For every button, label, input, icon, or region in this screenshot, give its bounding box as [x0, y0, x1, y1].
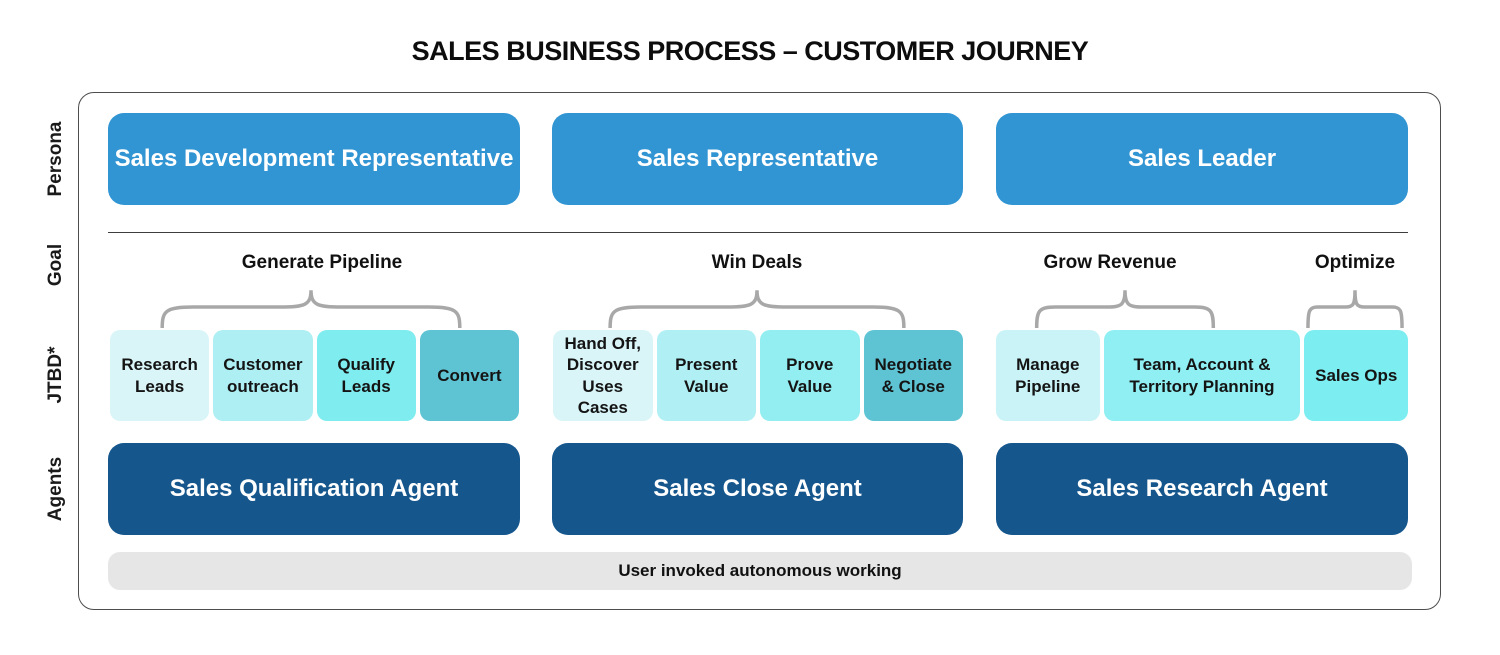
brace-optimize — [1306, 284, 1404, 328]
agent-box-sales-close: Sales Close Agent — [552, 443, 963, 535]
agent-box-sales-qualification: Sales Qualification Agent — [108, 443, 520, 535]
jtbd-group-sales-rep: Hand Off, Discover Uses Cases Present Va… — [553, 330, 963, 421]
jtbd-label: Convert — [437, 365, 502, 385]
jtbd-label: Manage Pipeline — [1015, 355, 1081, 396]
jtbd-label: Customer outreach — [223, 355, 303, 396]
footer-label: User invoked autonomous working — [618, 561, 902, 580]
brace-generate-pipeline — [156, 284, 466, 328]
goal-label-win-deals: Win Deals — [711, 252, 803, 273]
persona-box-sales-leader: Sales Leader — [996, 113, 1408, 205]
jtbd-box-negotiate-close: Negotiate & Close — [863, 330, 963, 421]
jtbd-box-sales-ops: Sales Ops — [1304, 330, 1409, 421]
jtbd-box-qualify-leads: Qualify Leads — [316, 330, 416, 421]
jtbd-box-customer-outreach: Customer outreach — [213, 330, 313, 421]
jtbd-label: Prove Value — [786, 355, 834, 396]
persona-goal-divider — [108, 232, 1408, 233]
agent-box-sales-research: Sales Research Agent — [996, 443, 1408, 535]
row-label-agents: Agents — [45, 456, 66, 522]
goal-label-grow-revenue: Grow Revenue — [1043, 252, 1177, 273]
jtbd-box-research-leads: Research Leads — [110, 330, 210, 421]
footer-bar: User invoked autonomous working — [108, 552, 1412, 590]
jtbd-label: Team, Account & Territory Planning — [1129, 355, 1275, 396]
persona-label: Sales Development Representative — [114, 145, 514, 172]
jtbd-label: Research Leads — [121, 355, 198, 396]
agent-label: Sales Qualification Agent — [169, 475, 459, 502]
jtbd-box-team-account-territory-planning: Team, Account & Territory Planning — [1103, 330, 1301, 421]
jtbd-box-manage-pipeline: Manage Pipeline — [996, 330, 1100, 421]
persona-label: Sales Representative — [636, 145, 879, 172]
persona-box-sales-development-representative: Sales Development Representative — [108, 113, 520, 205]
row-label-goal: Goal — [45, 243, 66, 287]
jtbd-box-convert: Convert — [419, 330, 519, 421]
jtbd-box-present-value: Present Value — [656, 330, 756, 421]
persona-box-sales-representative: Sales Representative — [552, 113, 963, 205]
jtbd-box-hand-off-discover-uses-cases: Hand Off, Discover Uses Cases — [553, 330, 653, 421]
jtbd-label: Qualify Leads — [337, 355, 395, 396]
row-label-jtbd: JTBD* — [45, 346, 66, 404]
persona-label: Sales Leader — [1127, 145, 1277, 172]
jtbd-label: Hand Off, Discover Uses Cases — [564, 334, 642, 417]
goal-label-generate-pipeline: Generate Pipeline — [241, 252, 403, 273]
jtbd-box-prove-value: Prove Value — [760, 330, 860, 421]
jtbd-group-sdr: Research Leads Customer outreach Qualify… — [110, 330, 519, 421]
jtbd-label: Sales Ops — [1315, 365, 1398, 385]
jtbd-label: Negotiate & Close — [874, 355, 952, 396]
jtbd-group-sales-leader: Manage Pipeline Team, Account & Territor… — [996, 330, 1409, 421]
agent-label: Sales Research Agent — [1076, 475, 1328, 502]
agent-label: Sales Close Agent — [653, 475, 862, 502]
row-label-persona: Persona — [45, 121, 66, 197]
goal-label-optimize: Optimize — [1314, 252, 1396, 273]
jtbd-label: Present Value — [675, 355, 738, 396]
brace-win-deals — [604, 284, 910, 328]
brace-grow-revenue — [1033, 284, 1217, 328]
page-title: SALES BUSINESS PROCESS – CUSTOMER JOURNE… — [411, 36, 1089, 66]
